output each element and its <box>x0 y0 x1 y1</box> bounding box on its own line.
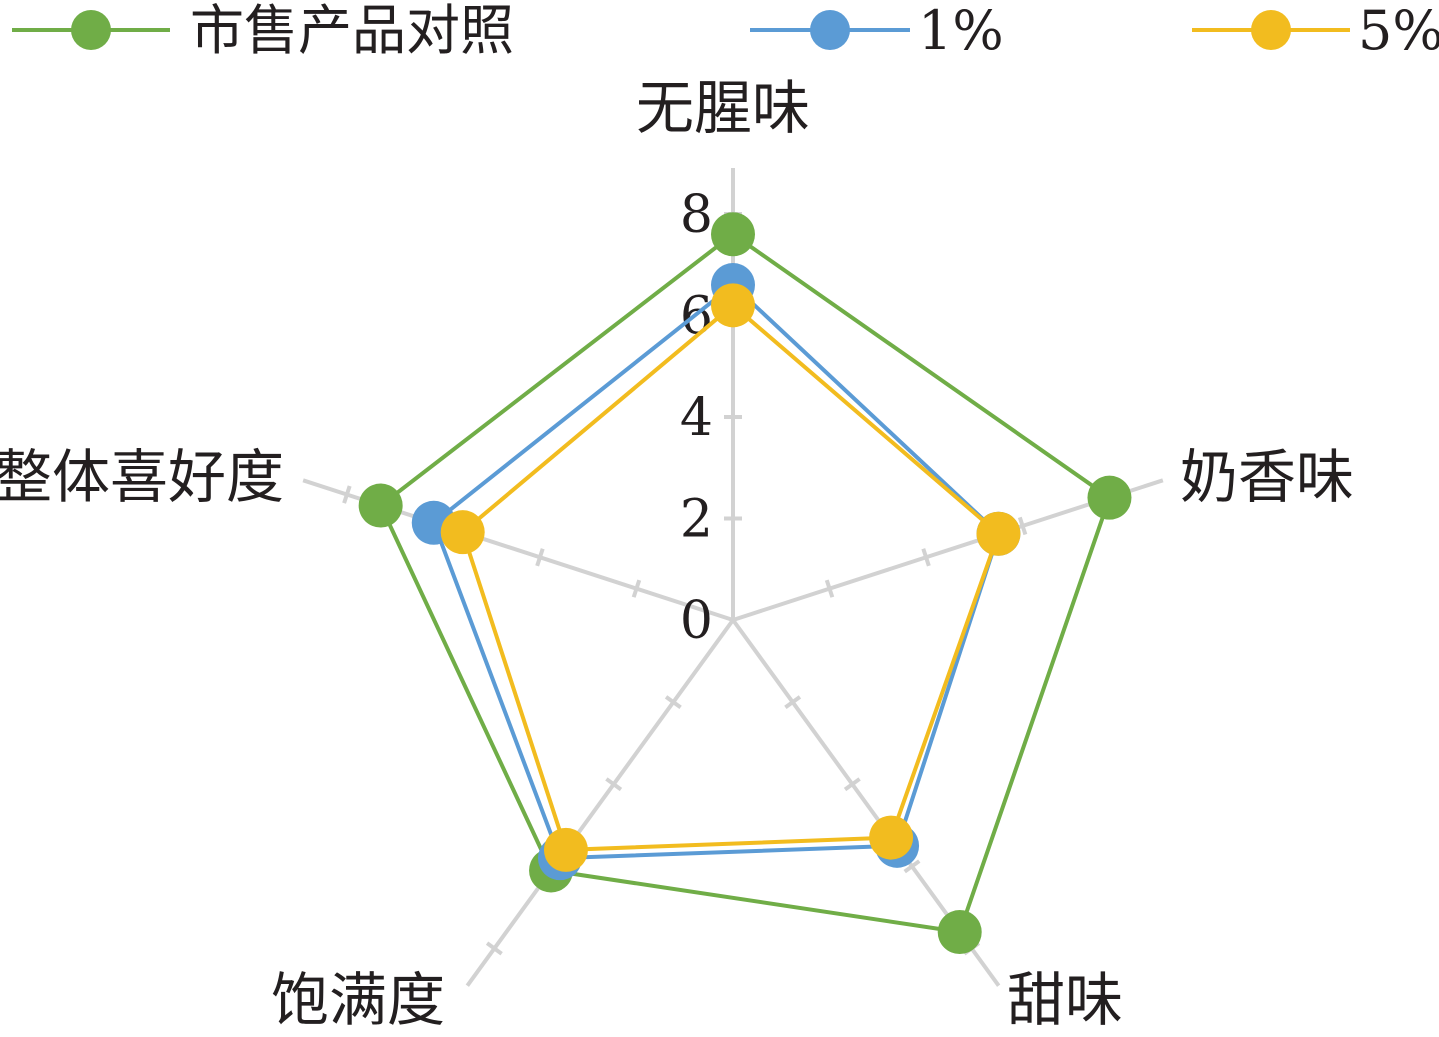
data-point <box>711 212 755 257</box>
axis-tick-mark <box>485 941 503 956</box>
series-line <box>460 302 1001 852</box>
series-group <box>440 283 1021 872</box>
category-label: 无腥味 <box>636 74 810 142</box>
axis-tick-mark <box>535 548 545 567</box>
data-point <box>937 910 982 955</box>
data-point <box>543 827 588 872</box>
legend-item: 1% <box>750 0 1004 62</box>
data-point <box>711 283 755 328</box>
axis-tick-mark <box>843 777 861 792</box>
axis-tick-mark <box>784 695 802 710</box>
r-tick-label: 2 <box>680 490 713 550</box>
legend-marker <box>1251 10 1291 50</box>
legend-marker <box>810 10 850 50</box>
r-tick-label: 0 <box>680 591 713 651</box>
r-tick-label: 4 <box>680 388 713 448</box>
category-label: 整体喜好度 <box>0 443 284 511</box>
category-label: 奶香味 <box>1180 443 1354 511</box>
data-point <box>976 511 1021 556</box>
data-point <box>358 483 403 528</box>
axis-tick-mark <box>1017 516 1028 536</box>
legend: 市售产品对照 1% 5% <box>12 0 1439 62</box>
axis-tick-mark <box>605 777 623 792</box>
category-label: 饱满度 <box>271 966 445 1032</box>
legend-label: 1% <box>918 0 1004 62</box>
axis-tick-mark <box>664 695 682 710</box>
series-layer <box>358 212 1132 955</box>
series-group <box>411 263 1021 881</box>
axis-tick-mark <box>824 579 835 598</box>
legend-item: 5% <box>1192 0 1439 62</box>
axis-tick-mark <box>631 579 642 598</box>
axis-tick-mark <box>342 485 352 504</box>
r-tick-label: 8 <box>680 185 713 245</box>
series-line <box>378 231 1112 935</box>
axis-tick-mark <box>903 859 921 874</box>
legend-label: 市售产品对照 <box>190 0 514 62</box>
data-point <box>440 510 485 555</box>
legend-label: 5% <box>1358 0 1439 62</box>
series-line <box>431 282 1001 861</box>
axes-layer <box>302 168 1164 987</box>
legend-item: 市售产品对照 <box>12 0 514 62</box>
data-point <box>1087 475 1132 520</box>
category-label: 甜味 <box>1007 966 1123 1032</box>
data-point <box>869 815 914 860</box>
axis-line <box>465 618 735 987</box>
legend-marker <box>71 10 111 50</box>
axis-tick-mark <box>921 548 931 567</box>
